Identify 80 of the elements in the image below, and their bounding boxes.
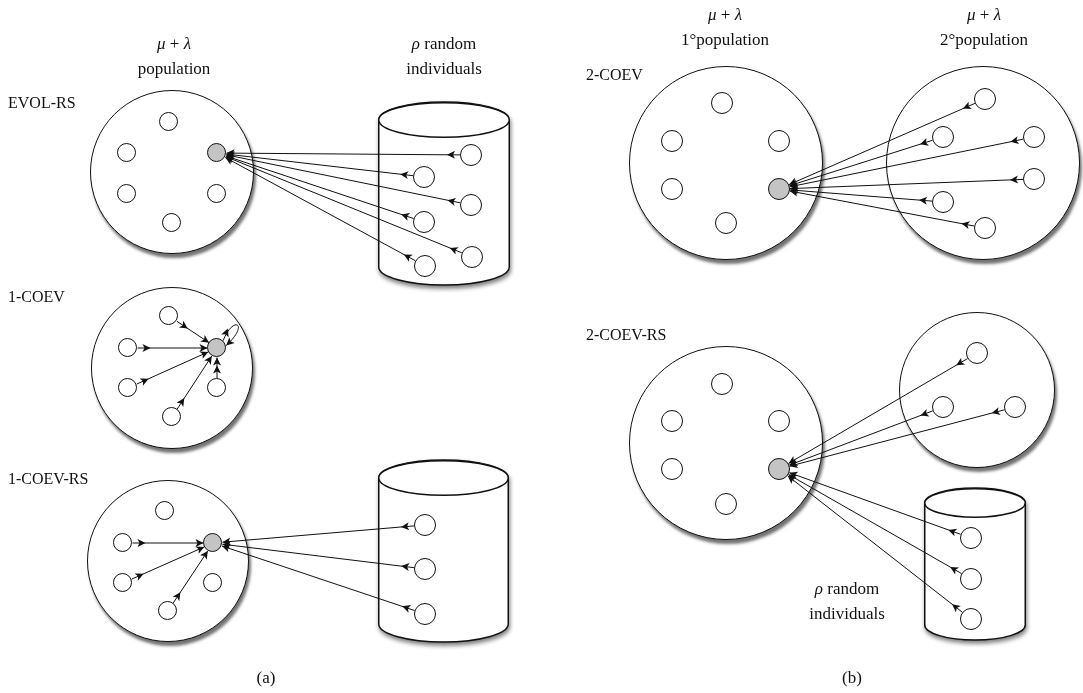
individual-circle (162, 407, 181, 426)
arrow (176, 320, 210, 344)
individual-circle (1022, 167, 1045, 190)
individual-circle (113, 533, 132, 552)
individual-circle (159, 306, 178, 325)
arrow (789, 188, 975, 229)
highlighted-individual-circle (767, 457, 790, 480)
individual-circle (767, 409, 790, 432)
arrow (221, 541, 415, 572)
individual-circle (660, 457, 683, 480)
individual-circle (660, 409, 683, 432)
arrow (788, 408, 934, 466)
arrow (789, 138, 933, 188)
arrow (172, 550, 209, 604)
individual-circle (117, 184, 136, 203)
arrow (225, 151, 414, 180)
panel-caption: (b) (841, 667, 863, 689)
arrow (788, 357, 968, 464)
arrow (788, 474, 962, 575)
individual-circle (207, 378, 226, 397)
individual-circle (965, 341, 988, 364)
individual-circle (1003, 395, 1026, 418)
individual-circle (158, 601, 177, 620)
individual-circle (714, 211, 737, 234)
individual-circle (207, 184, 226, 203)
arrow (225, 152, 461, 206)
individual-circle (660, 177, 683, 200)
arrow (136, 351, 209, 386)
individual-circle (931, 395, 954, 418)
row-label: 2-COEV (586, 65, 643, 85)
arrow (131, 546, 205, 581)
highlighted-individual-circle (207, 143, 226, 162)
arrow (788, 101, 976, 186)
individual-circle (931, 190, 954, 213)
loop-arrow (221, 324, 239, 346)
individual-circle (710, 91, 733, 114)
arrow (222, 522, 415, 546)
arrow (226, 149, 461, 159)
row-label: 2-COEV-RS (586, 325, 667, 345)
highlighted-individual-circle (203, 533, 222, 552)
arrow (225, 155, 463, 255)
column-heading: μ + λ population (136, 33, 212, 80)
individual-circle (931, 125, 954, 148)
individual-circle (203, 573, 222, 592)
individual-circle (767, 129, 790, 152)
arrow (787, 475, 963, 613)
row-label: 1-COEV (8, 287, 65, 307)
individual-circle (1022, 125, 1045, 148)
individual-circle (159, 112, 178, 131)
arrow (137, 344, 208, 352)
individual-circle (660, 129, 683, 152)
individual-circle (714, 492, 737, 515)
column-heading: ρ random individuals (405, 33, 483, 80)
individual-circle (117, 143, 136, 162)
individual-circle (973, 216, 996, 239)
individual-circle (118, 378, 137, 397)
panel-caption: (a) (255, 667, 277, 689)
individual-circle (162, 213, 181, 232)
cylinder-caption: ρ random individuals (808, 578, 886, 625)
individual-circle (973, 87, 996, 110)
arrow (224, 157, 416, 262)
arrow (132, 539, 204, 547)
arrow (789, 175, 1024, 193)
highlighted-individual-circle (207, 338, 226, 357)
individual-circle (155, 501, 174, 520)
highlighted-individual-circle (767, 177, 790, 200)
arrow (176, 355, 213, 410)
arrow (789, 186, 933, 205)
individual-circle (710, 372, 733, 395)
column-heading: μ + λ 2°population (939, 4, 1029, 51)
column-heading: μ + λ 1°population (680, 4, 770, 51)
arrow (213, 357, 221, 379)
individual-circle (118, 338, 137, 357)
individual-circle (113, 573, 132, 592)
arrow (789, 407, 1005, 469)
row-label: 1-COEV-RS (8, 469, 89, 489)
arrow (789, 136, 1024, 190)
arrow (788, 471, 962, 537)
arrow (221, 544, 416, 613)
row-label: EVOL-RS (8, 93, 76, 113)
